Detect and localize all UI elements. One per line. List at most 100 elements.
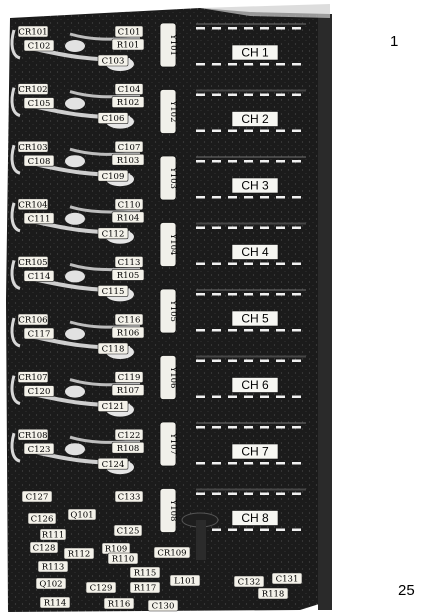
channel-block-3: CH 3 — [196, 156, 306, 199]
relay-y103: Y103 — [159, 155, 178, 201]
svg-text:Y102: Y102 — [168, 100, 178, 123]
capacitor-label-c124: C124 — [97, 457, 129, 470]
label-r115: R115 — [129, 566, 161, 579]
svg-text:R102: R102 — [117, 98, 140, 108]
channel-label-6: CH 6 — [231, 377, 279, 393]
diode-label-cr102: CR102 — [17, 83, 49, 95]
label-q102: Q102 — [35, 577, 67, 590]
svg-text:R114: R114 — [44, 599, 67, 609]
svg-text:R112: R112 — [68, 550, 91, 560]
svg-text:R110: R110 — [112, 555, 135, 565]
svg-text:C107: C107 — [118, 143, 141, 153]
capacitor-label-c106: C106 — [97, 112, 129, 124]
svg-text:CH 8: CH 8 — [241, 511, 269, 525]
channel-block-1: CH 1 — [196, 23, 306, 66]
channel-label-2: CH 2 — [231, 111, 279, 127]
pin-number-first: 1 — [390, 33, 399, 50]
label-l101: L101 — [169, 574, 201, 587]
channel-label-3: CH 3 — [231, 177, 279, 194]
svg-text:C127: C127 — [26, 493, 49, 503]
label-c131: C131 — [271, 572, 303, 585]
relay-y102: Y102 — [159, 89, 178, 134]
svg-text:CH 1: CH 1 — [241, 46, 269, 60]
channel-label-5: CH 5 — [231, 310, 279, 327]
relay-y101: Y101 — [159, 22, 178, 68]
svg-text:Q102: Q102 — [39, 580, 62, 590]
label-c125: C125 — [113, 524, 143, 537]
svg-text:CR105: CR105 — [18, 258, 47, 268]
relay-y108: Y108 — [159, 488, 178, 533]
label-r114: R114 — [39, 596, 71, 609]
svg-text:C106: C106 — [102, 114, 125, 124]
svg-text:C112: C112 — [102, 229, 125, 239]
label-c129: C129 — [85, 581, 117, 594]
svg-text:R108: R108 — [117, 444, 140, 454]
capacitor-label-c111: C111 — [23, 212, 55, 224]
capacitor-label-c123: C123 — [23, 442, 55, 455]
svg-text:C129: C129 — [90, 584, 113, 594]
label-c126: C126 — [27, 512, 57, 525]
svg-text:C122: C122 — [118, 431, 141, 441]
svg-text:C124: C124 — [102, 460, 125, 470]
capacitor-label-c119: C119 — [114, 371, 144, 383]
label-c132: C132 — [233, 575, 265, 588]
channel-label-8: CH 8 — [231, 510, 279, 526]
label-r111: R111 — [39, 528, 67, 541]
capacitor-label-c113: C113 — [114, 256, 144, 268]
diode-label-cr104: CR104 — [17, 198, 49, 210]
label-r117: R117 — [129, 581, 161, 594]
label-r110: R110 — [107, 552, 139, 565]
svg-text:R111: R111 — [42, 531, 65, 541]
svg-text:R109: R109 — [105, 545, 128, 555]
diode-label-cr103: CR103 — [17, 140, 49, 153]
channel-block-4: CH 4 — [196, 222, 306, 265]
svg-text:CR109: CR109 — [157, 549, 186, 559]
capacitor-label-c104: C104 — [114, 83, 144, 95]
svg-text:Y106: Y106 — [168, 366, 178, 389]
svg-text:C116: C116 — [118, 316, 141, 326]
svg-text:R113: R113 — [42, 563, 65, 573]
label-r112: R112 — [63, 547, 95, 560]
label-r118: R118 — [257, 587, 289, 600]
label-c133: C133 — [114, 490, 144, 503]
edge-connector-strip — [318, 14, 332, 610]
capacitor-label-c114: C114 — [23, 270, 55, 282]
svg-text:C126: C126 — [31, 515, 54, 525]
svg-text:Y104: Y104 — [168, 233, 178, 256]
resistor-label-r107: R107 — [111, 384, 145, 396]
svg-text:R116: R116 — [108, 600, 131, 610]
svg-text:C101: C101 — [118, 28, 141, 38]
capacitor-label-c102: C102 — [23, 39, 55, 52]
svg-text:Y101: Y101 — [168, 33, 178, 56]
svg-text:R103: R103 — [117, 156, 140, 166]
pin-number-last: 25 — [398, 582, 415, 599]
svg-text:CR108: CR108 — [18, 431, 47, 441]
diode-label-cr105: CR105 — [17, 256, 49, 268]
svg-text:CR104: CR104 — [18, 200, 47, 210]
svg-text:CH 3: CH 3 — [241, 179, 269, 193]
capacitor-label-c117: C117 — [23, 327, 55, 340]
svg-text:Q101: Q101 — [70, 511, 93, 521]
svg-text:C125: C125 — [117, 527, 140, 537]
svg-text:R105: R105 — [117, 271, 140, 281]
svg-text:CH 7: CH 7 — [241, 445, 269, 459]
label-c128: C128 — [29, 541, 59, 554]
capacitor-label-c122: C122 — [114, 428, 144, 441]
label-cr109: CR109 — [153, 546, 191, 559]
relay-y104: Y104 — [159, 222, 178, 267]
label-r109: R109 — [101, 542, 131, 555]
relay-y106: Y106 — [159, 355, 178, 400]
svg-text:CH 2: CH 2 — [241, 112, 269, 126]
channel-block-8: CH 8 — [196, 488, 306, 531]
svg-text:C120: C120 — [28, 387, 51, 397]
svg-text:L101: L101 — [174, 577, 196, 587]
capacitor-label-c116: C116 — [114, 313, 144, 326]
diode-label-cr107: CR107 — [17, 371, 49, 383]
svg-text:CR103: CR103 — [18, 143, 47, 153]
svg-text:C130: C130 — [152, 602, 175, 612]
